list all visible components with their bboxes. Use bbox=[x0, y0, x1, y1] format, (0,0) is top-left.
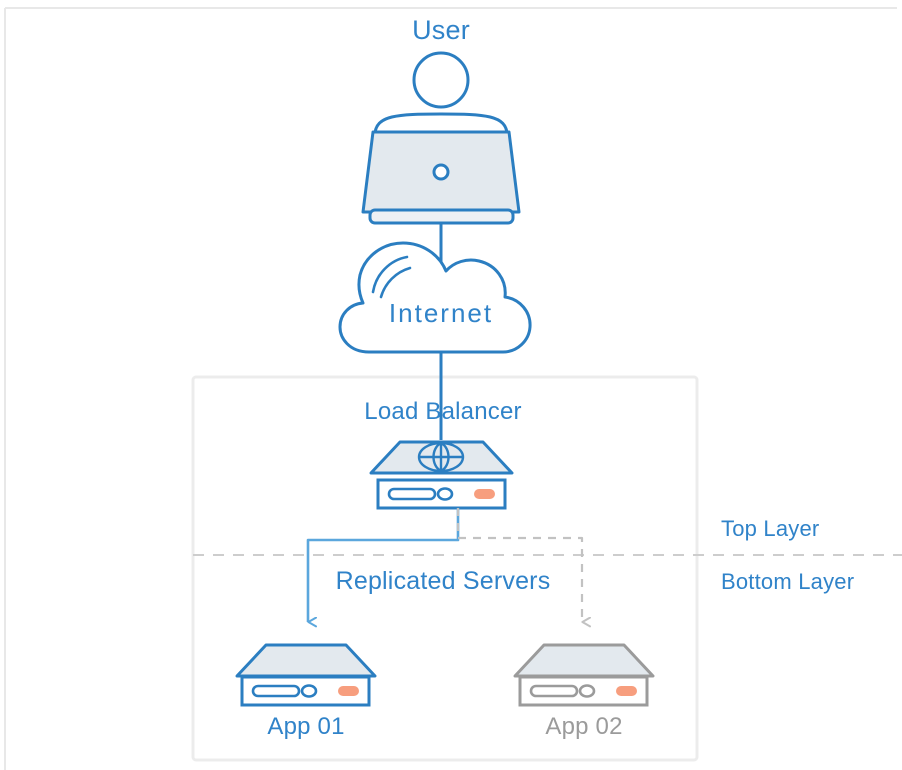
replicated-servers-label: Replicated Servers bbox=[335, 567, 551, 595]
app01-label: App 01 bbox=[267, 713, 345, 740]
connector-load-balancer-to-app01 bbox=[306, 508, 460, 622]
server-globe-icon bbox=[369, 440, 514, 510]
user-label: User bbox=[412, 15, 470, 45]
app02-label: App 02 bbox=[545, 713, 623, 740]
internet-label: Internet bbox=[388, 298, 494, 328]
bottom-layer-label: Bottom Layer bbox=[721, 569, 855, 594]
layer-group-box bbox=[191, 375, 699, 762]
cloud-icon bbox=[338, 241, 532, 354]
page-border bbox=[4, 7, 897, 770]
app02-server-icon bbox=[513, 643, 655, 707]
globe-glyph bbox=[417, 441, 465, 473]
user-laptop-icon bbox=[361, 51, 521, 225]
load-balancer-label: Load Balancer bbox=[364, 398, 522, 425]
top-layer-label: Top Layer bbox=[721, 516, 820, 541]
app01-server-icon bbox=[235, 643, 377, 707]
connector-load-balancer-to-app02 bbox=[456, 508, 582, 622]
